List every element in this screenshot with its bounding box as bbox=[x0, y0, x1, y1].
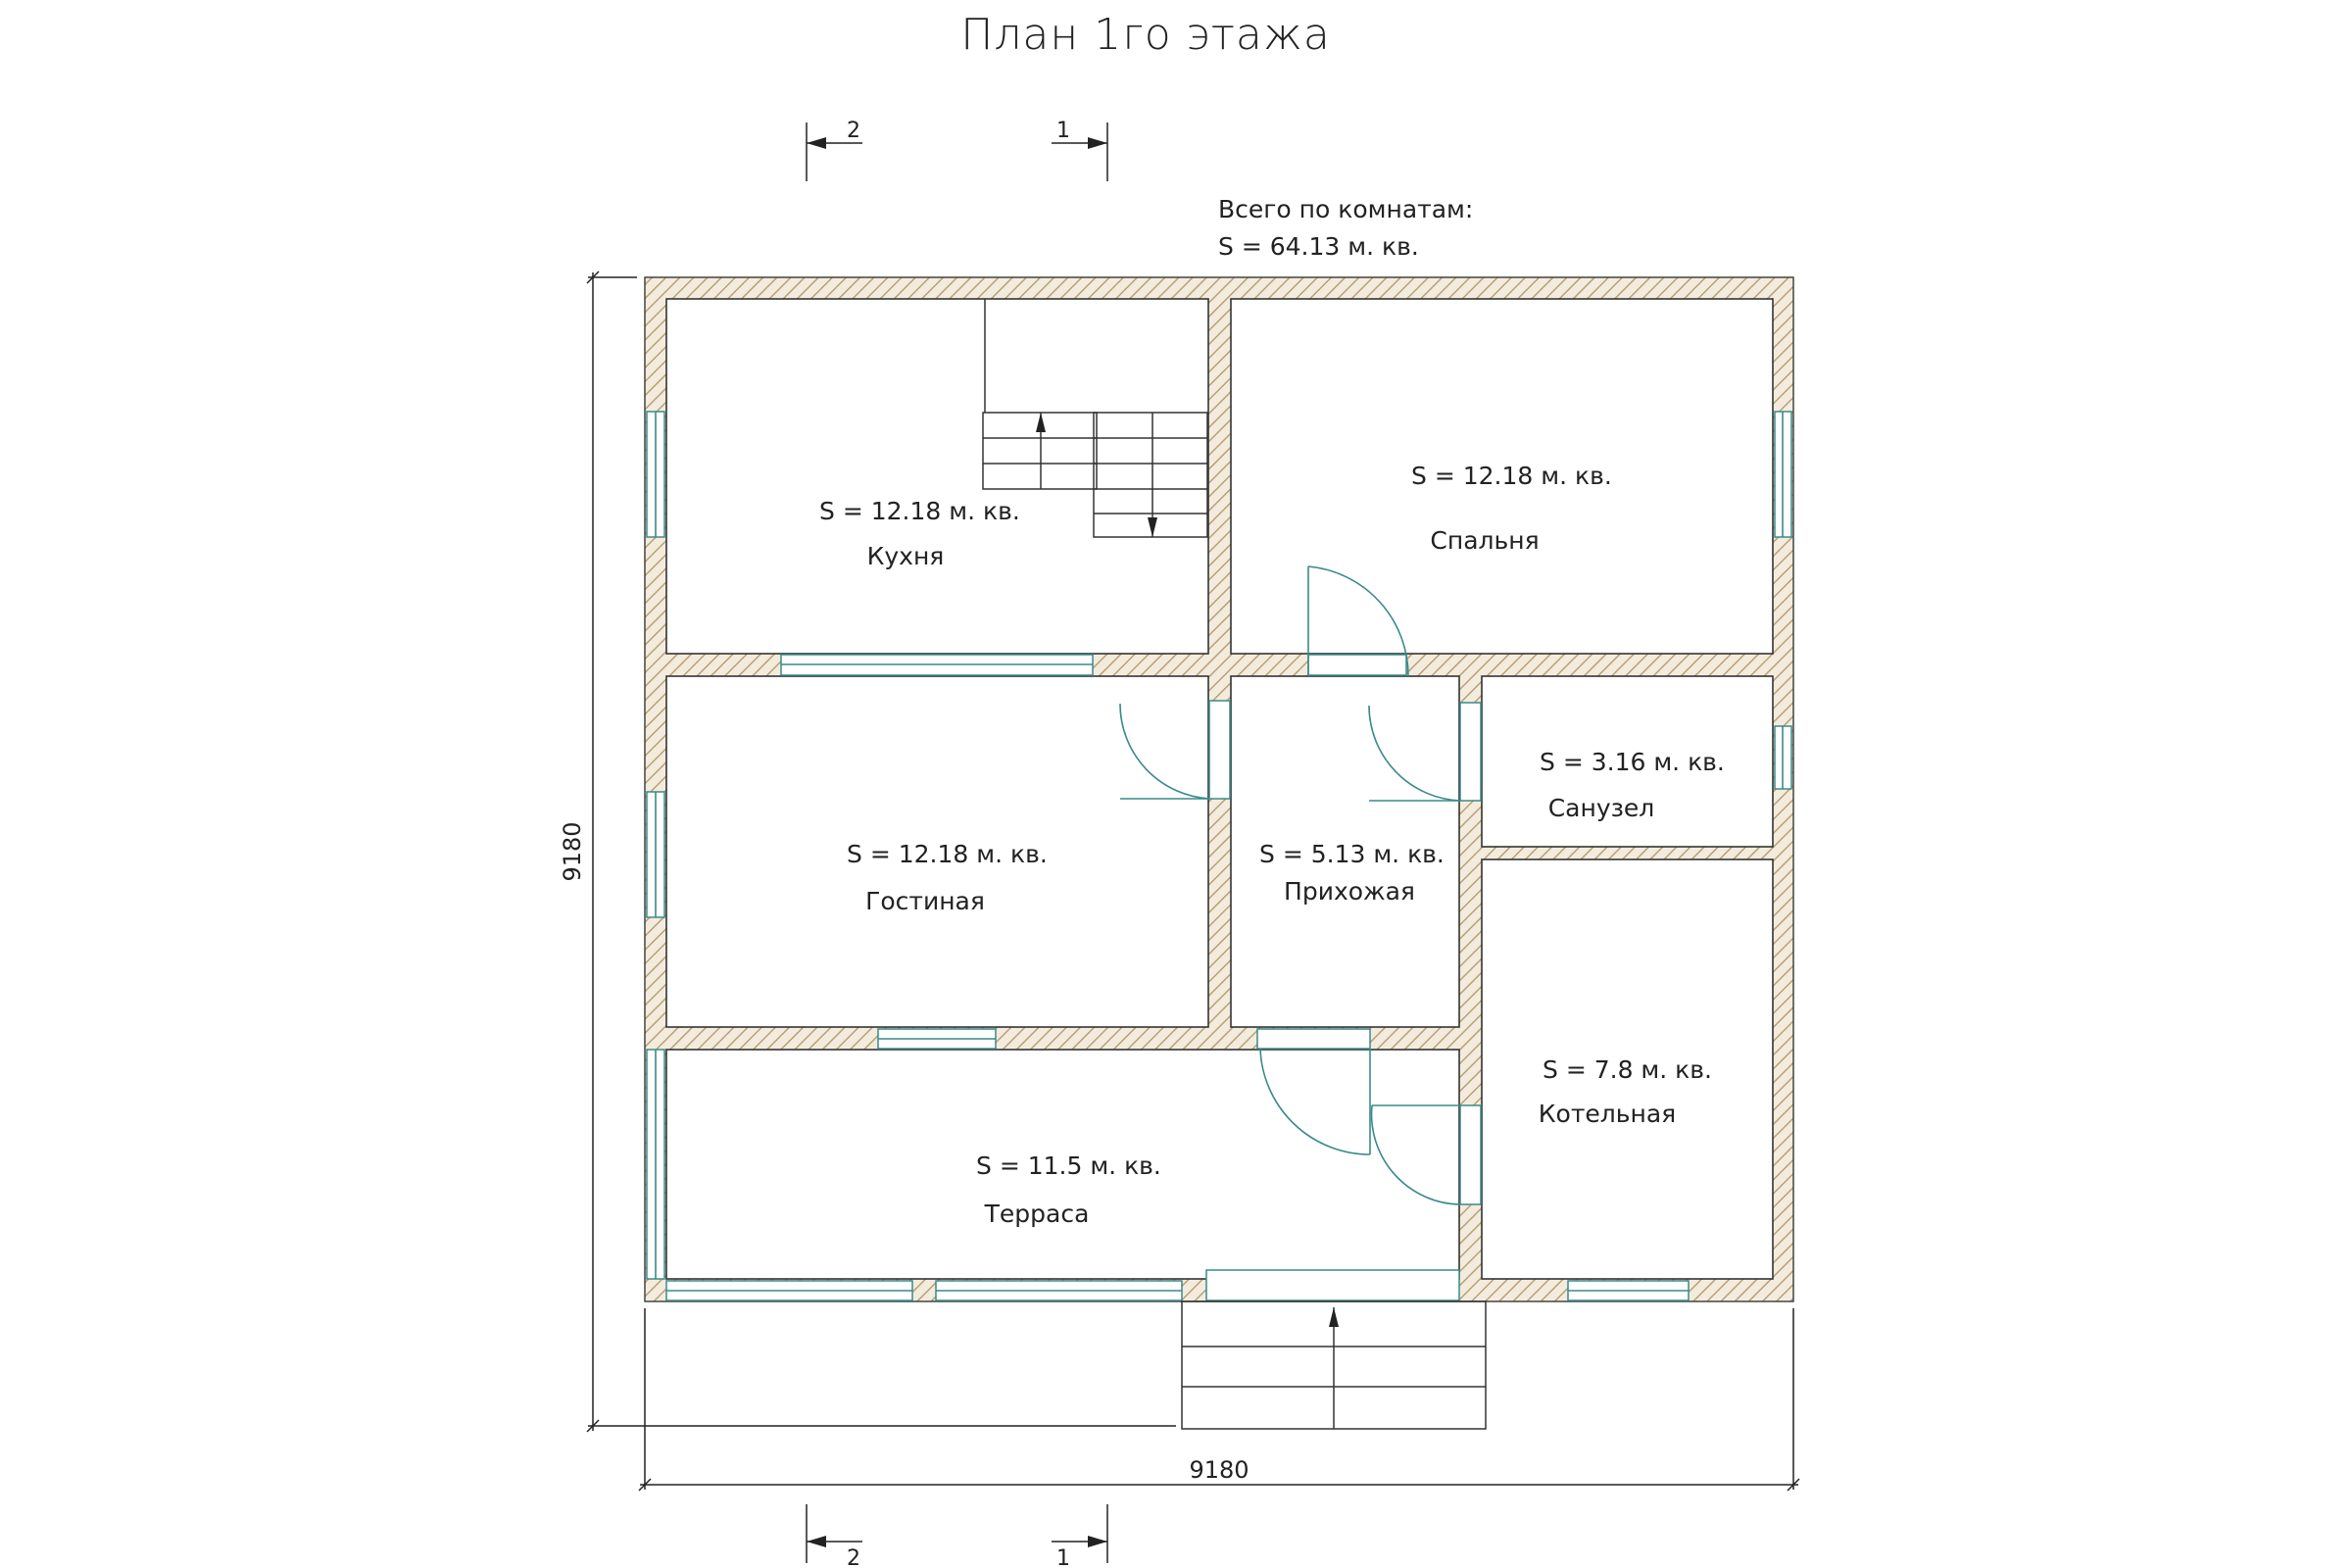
interior-stair bbox=[982, 299, 1208, 538]
summary-total: S = 64.13 м. кв. bbox=[1218, 232, 1419, 261]
room-area-bedroom: S = 12.18 м. кв. bbox=[1411, 462, 1612, 490]
room-kitchen bbox=[665, 298, 1209, 655]
room-bathroom bbox=[1481, 675, 1774, 848]
plan-title: План 1го этажа bbox=[960, 10, 1331, 60]
axis-label-bottom-1: 1 bbox=[1056, 1546, 1070, 1568]
room-area-boiler: S = 7.8 м. кв. bbox=[1543, 1055, 1712, 1084]
room-name-bedroom: Спальня bbox=[1430, 526, 1539, 555]
room-boiler bbox=[1481, 858, 1774, 1280]
room-bedroom bbox=[1230, 298, 1774, 655]
room-area-bathroom: S = 3.16 м. кв. bbox=[1540, 748, 1725, 776]
room-area-hall: S = 5.13 м. кв. bbox=[1259, 840, 1445, 868]
axis-label-bottom-2: 2 bbox=[847, 1546, 860, 1568]
room-area-kitchen: S = 12.18 м. кв. bbox=[819, 497, 1020, 525]
summary-heading: Всего по комнатам: bbox=[1218, 195, 1473, 223]
room-living bbox=[665, 675, 1209, 1028]
axis-markers-bottom: 2 1 bbox=[806, 1504, 1108, 1568]
dimension-lines bbox=[586, 270, 1800, 1492]
room-name-boiler: Котельная bbox=[1539, 1100, 1676, 1128]
room-area-terrace: S = 11.5 м. кв. bbox=[976, 1152, 1161, 1180]
porch-steps bbox=[1181, 1300, 1487, 1430]
doors bbox=[1119, 565, 1482, 1205]
room-terrace bbox=[665, 1049, 1460, 1280]
axis-label-top-1: 1 bbox=[1056, 119, 1070, 143]
dimension-height: 9180 bbox=[559, 821, 586, 881]
room-name-bathroom: Санузел bbox=[1548, 794, 1655, 822]
window-openings bbox=[646, 411, 1792, 1301]
dimension-width: 9180 bbox=[1189, 1456, 1249, 1484]
room-name-hall: Прихожая bbox=[1284, 877, 1415, 906]
room-labels: S = 12.18 м. кв. Кухня S = 12.18 м. кв. … bbox=[819, 462, 1725, 1228]
axis-label-top-2: 2 bbox=[847, 119, 860, 143]
room-hall bbox=[1230, 675, 1460, 1028]
room-name-kitchen: Кухня bbox=[867, 542, 945, 570]
room-area-living: S = 12.18 м. кв. bbox=[847, 840, 1048, 868]
axis-markers-top: 2 1 bbox=[806, 119, 1108, 181]
room-name-terrace: Терраса bbox=[984, 1200, 1090, 1228]
room-name-living: Гостиная bbox=[865, 887, 985, 915]
